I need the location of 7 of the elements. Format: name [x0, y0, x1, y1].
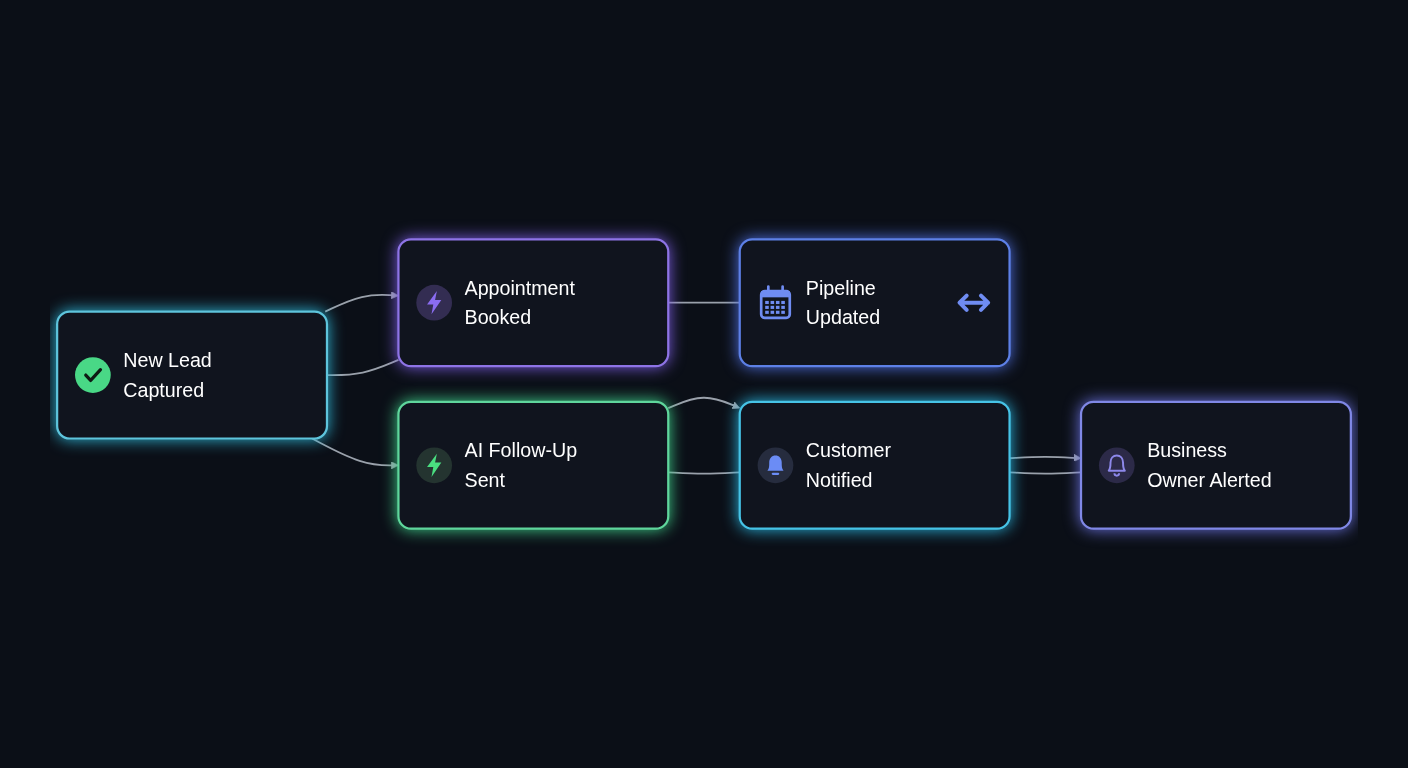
- step-label: Appointment Booked: [464, 275, 576, 331]
- step-label: Business Owner Alerted: [1147, 438, 1273, 494]
- step-label: New Lead Captured: [123, 348, 213, 403]
- arrow: [324, 291, 399, 313]
- step-label: Customer Notified: [805, 438, 893, 494]
- step-label: Pipeline Updated: [805, 275, 882, 331]
- step-label: AI Follow-Up Sent: [464, 438, 579, 494]
